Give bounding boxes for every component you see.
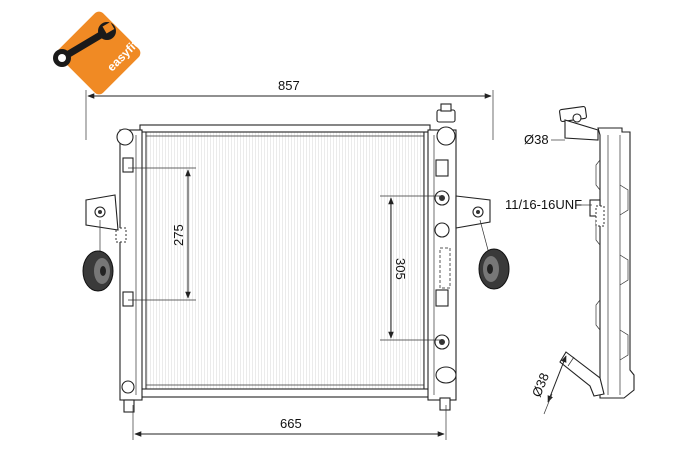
logo-diamond [57, 11, 141, 95]
wrench-icon [53, 22, 116, 67]
bottom-rail [139, 388, 431, 398]
core-width-label: 665 [280, 416, 302, 431]
overall-width-dimension: 857 [85, 78, 494, 140]
right-height-label: 305 [393, 258, 408, 280]
thread-fitting [589, 199, 605, 227]
filler-neck-diameter-label: Ø38 [524, 132, 549, 147]
radiator-front-view [82, 103, 510, 413]
right-rubber-mount [478, 248, 510, 290]
core-width-dimension: 665 [132, 405, 447, 440]
overall-width-label: 857 [278, 78, 300, 93]
right-height-dimension: 305 [380, 195, 440, 341]
thread-spec-label: 11/16-16UNF [505, 197, 582, 212]
side-tank-body [597, 127, 635, 399]
left-rubber-mount [82, 250, 114, 292]
drain-plug [121, 380, 135, 394]
left-height-label: 275 [171, 224, 186, 246]
side-outlet-pipe [559, 351, 605, 397]
filler-neck [436, 103, 456, 146]
left-height-dimension: 275 [128, 167, 196, 301]
radiator-side-view [543, 105, 635, 415]
left-top-boss [116, 128, 134, 146]
radiator-core [145, 131, 425, 390]
top-rail [139, 124, 431, 133]
outlet-diameter-label: Ø38 [529, 371, 552, 399]
outlet-pipe [435, 366, 457, 384]
brand-logo: easyfit [53, 11, 141, 95]
side-filler-neck [559, 105, 599, 141]
